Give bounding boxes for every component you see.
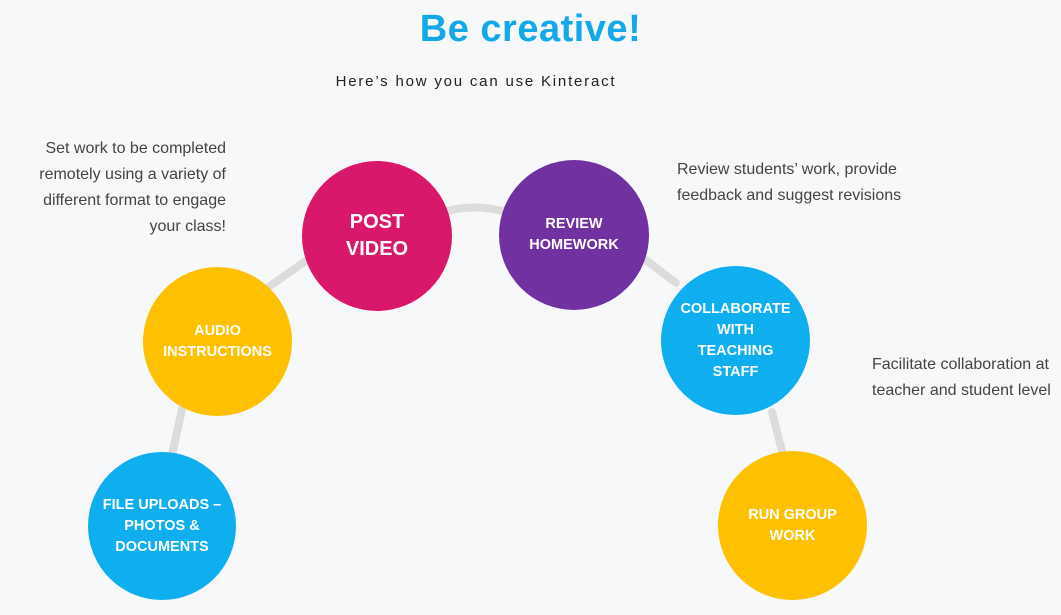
connector-video-review — [443, 203, 506, 215]
connector-collab-run — [768, 408, 787, 459]
connector-file-audio — [168, 401, 187, 459]
node-post-video: Post Video — [302, 161, 452, 311]
note-review: Review students’ work, provide feedback … — [677, 161, 902, 204]
page-subtitle: Here’s how you can use Kinteract — [335, 73, 617, 90]
node-run-group-work: Run Group Work — [718, 451, 867, 600]
connector-review-collab — [642, 256, 680, 287]
node-collaborate: Collaborate with Teaching Staff — [661, 266, 810, 415]
connector-audio-video — [263, 254, 314, 292]
note-set-work: Set work to be completed remotely using … — [39, 140, 226, 235]
page-title: Be creative! — [419, 8, 642, 50]
node-audio-instructions: Audio Instructions — [143, 267, 292, 416]
node-file-uploads: File uploads – Photos & Documents — [88, 452, 236, 600]
node-review-homework: Review Homework — [499, 160, 649, 310]
note-facilitate: Facilitate collaboration at teacher and … — [872, 356, 1051, 399]
